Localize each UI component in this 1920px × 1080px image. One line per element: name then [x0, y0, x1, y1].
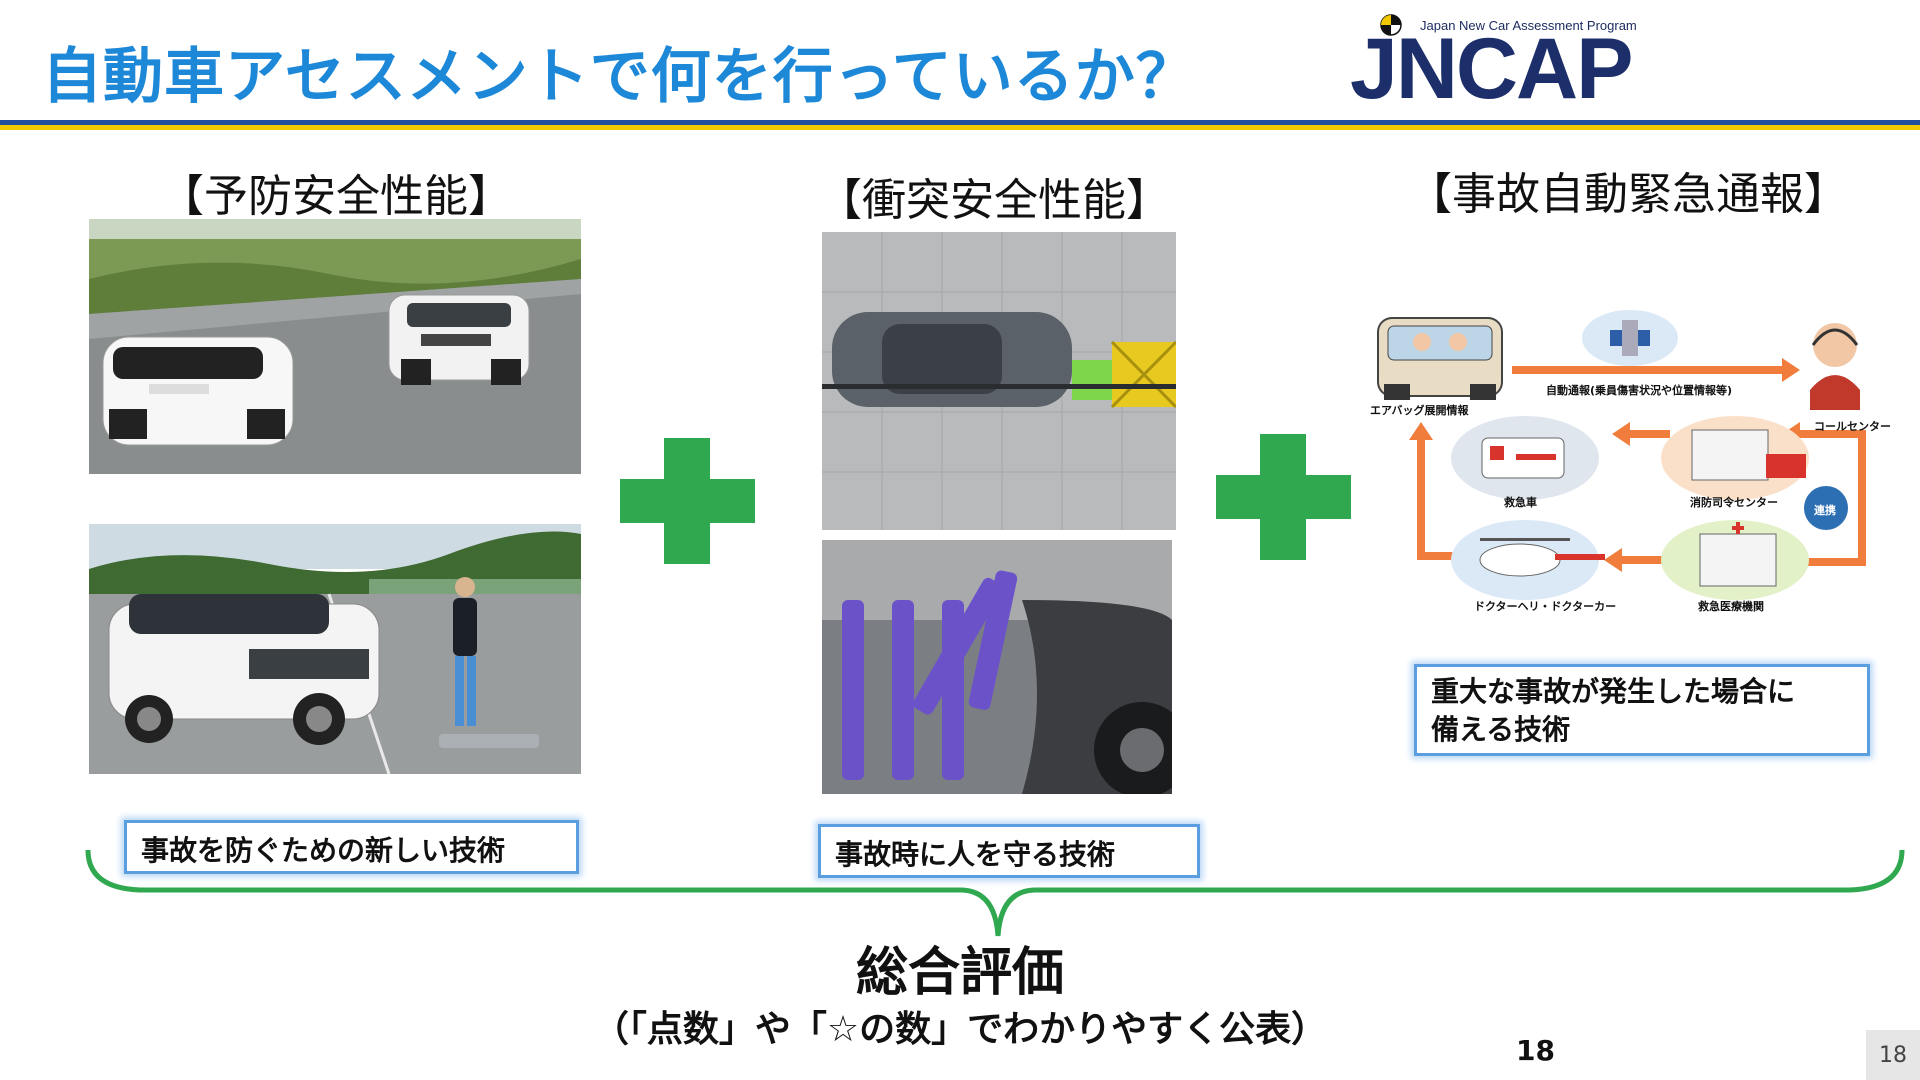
label-doctor-heli: ドクターヘリ・ドクターカー: [1474, 600, 1617, 613]
summary-subtitle: （「点数」や「☆の数」でわかりやすく公表）: [592, 1009, 1328, 1050]
caption-preventive: 事故を防ぐための新しい技術: [124, 820, 579, 874]
plus-icon: [1216, 434, 1351, 560]
photo-pedestrian-test: [89, 524, 581, 774]
summary-title: 総合評価: [855, 943, 1064, 1003]
slide-number-box: 18: [1866, 1030, 1920, 1080]
helicopter-icon: [1479, 538, 1605, 577]
caption-collision: 事故時に人を守る技術: [818, 824, 1200, 878]
plus-icon: [620, 438, 755, 564]
caption-emergency-line2: 備える技術: [1431, 713, 1571, 746]
logo-wordmark: JNCAP: [1350, 21, 1634, 117]
label-fire-command: 消防司令センター: [1690, 496, 1778, 509]
label-cooperation: 連携: [1814, 504, 1836, 517]
crash-target-icon: [1380, 14, 1402, 36]
caption-emergency-line1: 重大な事故が発生した場合に: [1431, 675, 1796, 708]
header-rule-yellow: [0, 125, 1920, 130]
header-rule-blue: [0, 120, 1920, 125]
vehicle-icon: [1377, 317, 1503, 400]
satellite-icon: [1582, 310, 1678, 366]
label-ambulance: 救急車: [1504, 496, 1537, 509]
caption-emergency: 重大な事故が発生した場合に 備える技術: [1414, 664, 1870, 756]
operator-icon: [1810, 323, 1860, 410]
photo-pedestrian-impactor: [822, 540, 1172, 794]
fire-station-icon: [1691, 429, 1806, 481]
jncap-logo: JNCAP: [1350, 26, 1634, 112]
label-hospital: 救急医療機関: [1698, 600, 1764, 613]
hospital-icon: [1699, 522, 1777, 587]
ambulance-icon: [1481, 437, 1565, 479]
emergency-call-diagram: エアバッグ展開情報 自動通報(乗員傷害状況や位置情報等) コールセンター 救急車…: [1370, 290, 1891, 620]
label-call-center: コールセンター: [1814, 420, 1891, 433]
heading-emergency-call: 【事故自動緊急通報】: [1408, 169, 1848, 220]
photo-crash-test-overhead: [822, 232, 1176, 530]
summary-brace: [80, 848, 1910, 938]
label-auto-report: 自動通報(乗員傷害状況や位置情報等): [1546, 384, 1733, 397]
heading-preventive-safety: 【予防安全性能】: [160, 171, 512, 222]
page-title: 自動車アセスメントで何を行っているか？: [42, 42, 1197, 112]
label-airbag-info: エアバッグ展開情報: [1370, 404, 1469, 417]
heading-collision-safety: 【衝突安全性能】: [818, 175, 1170, 226]
photo-aeb-test: [89, 219, 581, 474]
logo-tagline: Japan New Car Assessment Program: [1420, 18, 1637, 33]
page-number: 18: [1516, 1034, 1555, 1067]
